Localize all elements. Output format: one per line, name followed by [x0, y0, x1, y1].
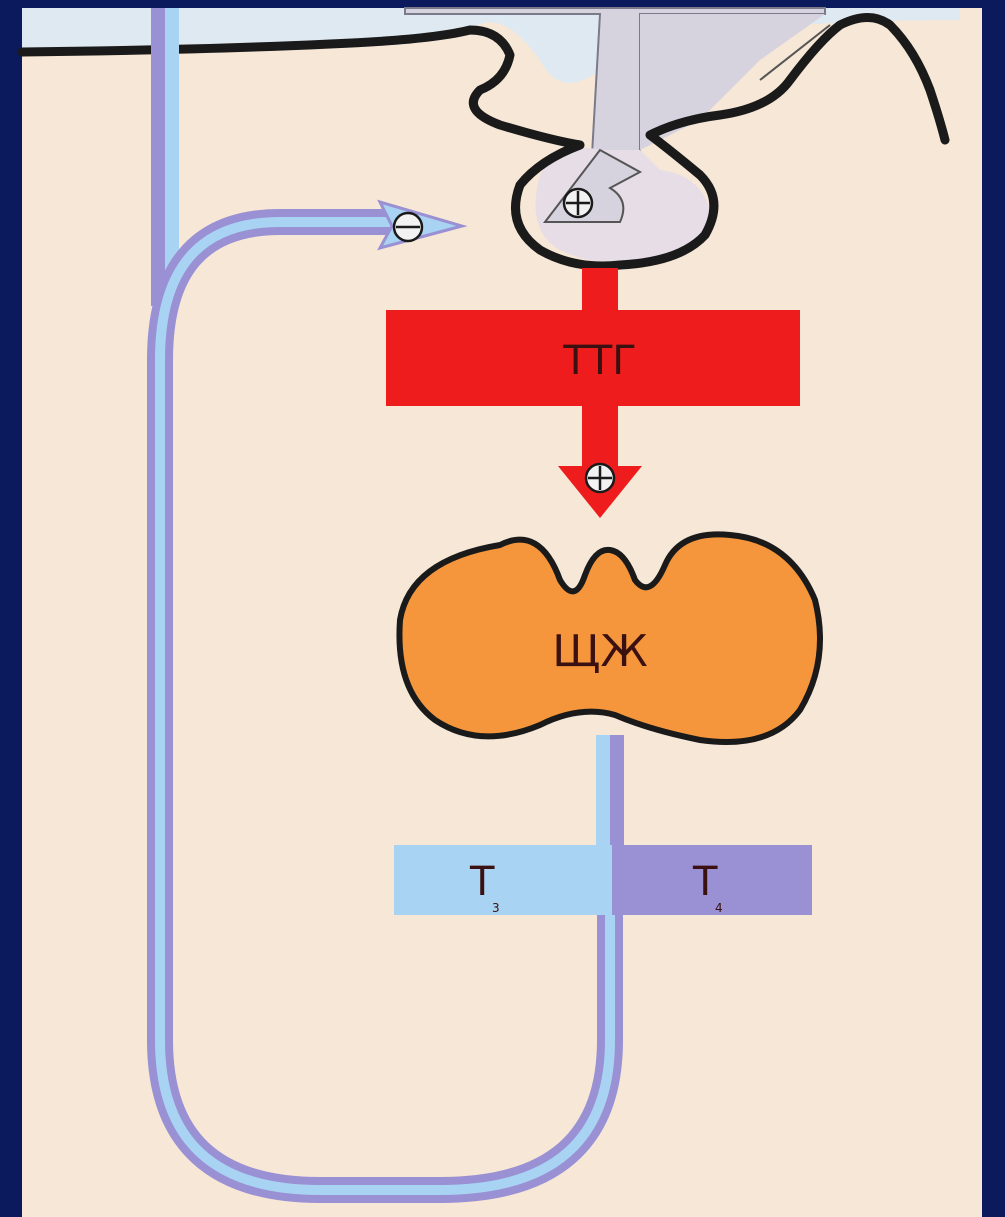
connector-inner: [596, 735, 610, 845]
t4-label: T: [692, 859, 718, 905]
tsh-plus-icon: [586, 464, 614, 492]
tsh-stem-bottom: [582, 400, 618, 470]
tsh-stem-top: [582, 268, 618, 316]
thyroid-label: ЩЖ: [552, 626, 648, 677]
t3-bar: [394, 845, 612, 915]
upper-feedback-inner: [165, 8, 179, 284]
pituitary-plus-icon: [564, 189, 592, 217]
t3-subscript: 3: [492, 901, 500, 915]
t4-subscript: 4: [715, 901, 723, 915]
connector-outer: [610, 735, 624, 845]
t3-label: T: [469, 859, 495, 905]
tsh-label: ТТГ: [562, 338, 636, 384]
feedback-minus-icon: [394, 213, 422, 241]
upper-feedback-outer: [151, 8, 165, 306]
